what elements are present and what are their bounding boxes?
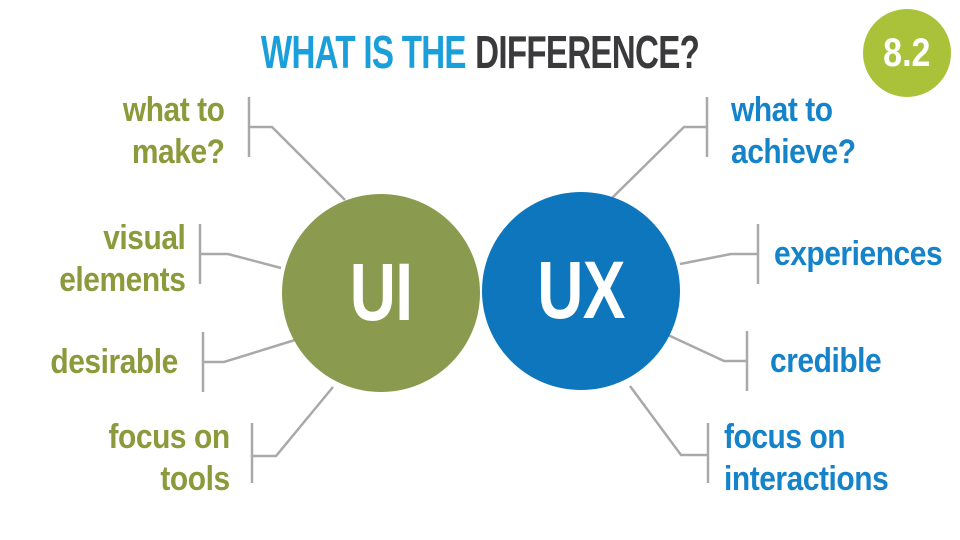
ux-circle: UX — [482, 192, 680, 390]
label-credible: credible — [770, 342, 882, 380]
page-title: WHAT IS THE DIFFERENCE? — [134, 25, 825, 79]
label-focus-on-tools: focus on tools — [108, 418, 231, 498]
connector-desirable — [201, 332, 296, 392]
connector-focus-on-tools — [250, 386, 334, 483]
label-focus-on-interactions: focus on interactions — [724, 418, 889, 498]
slide-number-badge: 8.2 — [863, 9, 951, 97]
label-desirable: desirable — [50, 343, 179, 381]
title-highlight: WHAT IS THE — [260, 26, 467, 78]
title-rest: DIFFERENCE? — [475, 26, 700, 78]
ux-circle-label: UX — [537, 245, 625, 336]
label-what-to-make: what to make? — [122, 91, 224, 171]
connector-experiences — [679, 224, 760, 284]
label-visual-elements: visual elements — [58, 219, 186, 299]
connector-what-to-achieve — [611, 97, 709, 199]
label-what-to-achieve: what to achieve? — [731, 91, 856, 171]
connector-visual-elements — [198, 224, 282, 284]
connector-what-to-make — [247, 97, 346, 201]
slide-number-label: 8.2 — [883, 30, 931, 75]
ui-circle-label: UI — [349, 247, 413, 338]
connector-credible — [667, 331, 749, 391]
ui-circle: UI — [282, 194, 480, 392]
label-experiences: experiences — [774, 235, 943, 273]
connector-focus-on-interactions — [628, 385, 710, 483]
